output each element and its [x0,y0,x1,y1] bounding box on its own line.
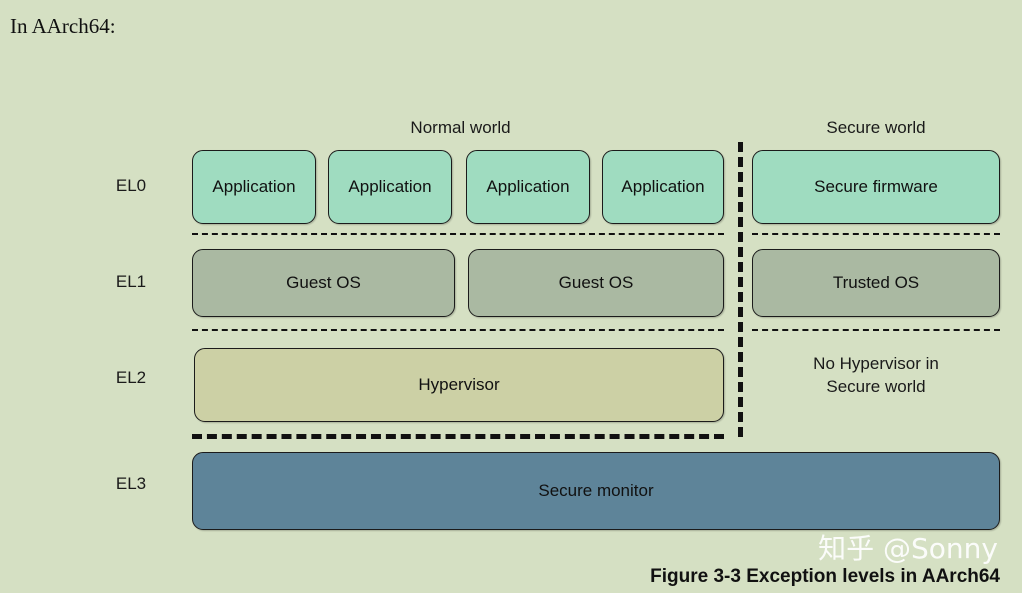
normal-world-label: Normal world [410,118,511,137]
hypervisor-box: Hypervisor [194,348,724,422]
watermark: 知乎 @Sonny [818,532,998,565]
el2-el3-separator [192,434,724,439]
el0-el1-separator-secure [752,233,1000,235]
no-hypervisor-note-line1: No Hypervisor in [813,354,939,373]
exception-level-label-el2: EL2 [115,368,147,387]
el1-el2-separator-normal [192,329,724,331]
no-hypervisor-note: No Hypervisor in Secure world [752,352,1000,398]
secure-world-label: Secure world [826,118,926,137]
application-box: Application [328,150,452,224]
trusted-os-box: Trusted OS [752,249,1000,317]
secure-monitor-box: Secure monitor [192,452,1000,530]
application-box: Application [192,150,316,224]
secure-firmware-box: Secure firmware [752,150,1000,224]
application-box: Application [602,150,724,224]
guest-os-box: Guest OS [192,249,455,317]
world-divider [738,142,743,437]
exception-level-label-el0: EL0 [115,176,147,195]
figure-caption: Figure 3-3 Exception levels in AArch64 [650,566,1000,587]
exception-level-label-el1: EL1 [115,272,147,291]
no-hypervisor-note-line2: Secure world [826,377,926,396]
intro-text: In AArch64: [10,14,116,38]
exception-level-label-el3: EL3 [115,474,147,493]
el0-el1-separator-normal [192,233,724,235]
guest-os-box: Guest OS [468,249,724,317]
application-box: Application [466,150,590,224]
el1-el2-separator-secure [752,329,1000,331]
